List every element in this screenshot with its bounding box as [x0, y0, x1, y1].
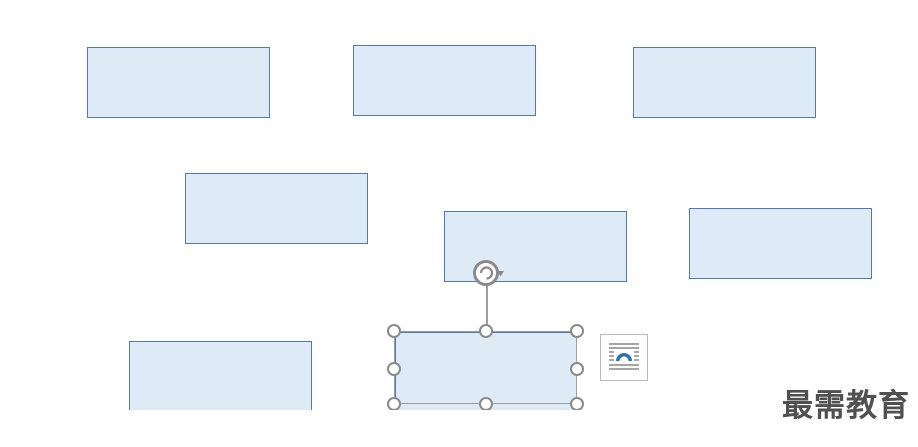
rotate-connector-line: [486, 286, 488, 331]
rectangle-shape-2[interactable]: [353, 45, 536, 116]
rectangle-shape-7[interactable]: [129, 341, 312, 410]
resize-handle-icon[interactable]: [479, 324, 493, 338]
resize-handle-icon[interactable]: [570, 362, 584, 376]
layout-options-button[interactable]: [600, 334, 648, 381]
document-area[interactable]: [0, 0, 918, 410]
rectangle-shape-3[interactable]: [633, 47, 816, 118]
resize-handle-icon[interactable]: [387, 397, 401, 410]
resize-handle-icon[interactable]: [387, 324, 401, 338]
resize-handle-icon[interactable]: [570, 397, 584, 410]
resize-handle-icon[interactable]: [570, 324, 584, 338]
rectangle-shape-1[interactable]: [87, 47, 270, 118]
rotate-icon[interactable]: [469, 256, 505, 290]
resize-handle-icon[interactable]: [479, 397, 493, 410]
watermark-text: 最需教育: [782, 388, 910, 424]
resize-handle-icon[interactable]: [387, 362, 401, 376]
rectangle-shape-6[interactable]: [689, 208, 872, 279]
layout-options-icon: [609, 343, 639, 370]
rectangle-shape-4[interactable]: [185, 173, 368, 244]
